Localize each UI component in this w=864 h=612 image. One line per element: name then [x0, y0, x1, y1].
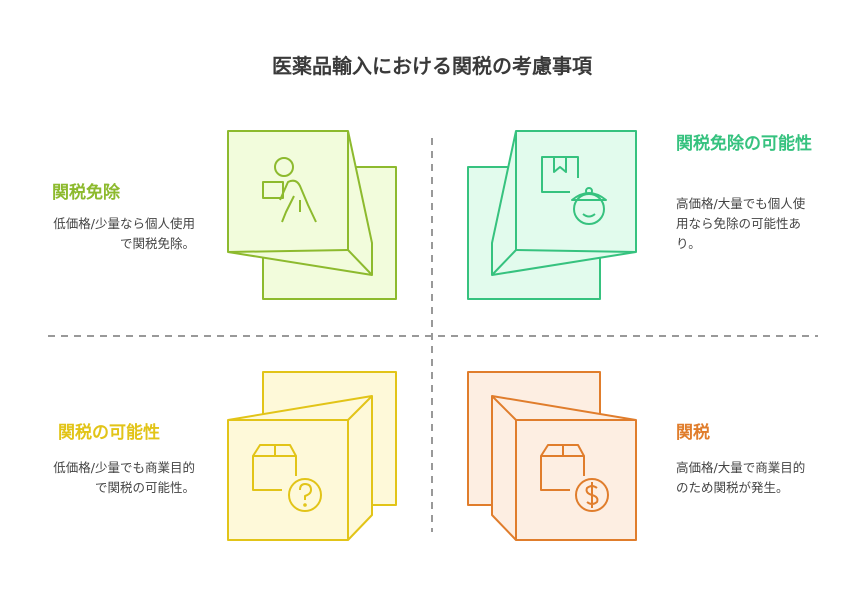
box-bottom-left: [227, 371, 397, 541]
description-tax: 高価格/大量で商業目的のため関税が発生。: [676, 460, 806, 495]
description-possible-exemption: 高価格/大量でも個人使用なら免除の可能性あり。: [676, 196, 806, 251]
heading-possible-exemption: 関税免除の可能性: [676, 134, 812, 154]
heading-tax: 関税: [676, 423, 710, 443]
box-dollar-icon: [540, 444, 609, 512]
description-possible-tax: 低価格/少量でも商業目的で関税の可能性。: [53, 460, 195, 495]
heading-possible-tax: 関税の可能性: [58, 423, 160, 443]
customs-officer-icon: [541, 156, 607, 225]
description-tax-exempt: 低価格/少量なら個人使用で関税免除。: [53, 216, 195, 251]
heading-tax-exempt: 関税免除: [52, 183, 120, 203]
box-top-left: [227, 130, 397, 300]
box-question-icon: [252, 444, 322, 512]
person-carrying-box-icon: [262, 157, 317, 223]
box-top-right: [467, 130, 637, 300]
box-bottom-right: [467, 371, 637, 541]
page-title: 医薬品輸入における関税の考慮事項: [272, 54, 592, 78]
